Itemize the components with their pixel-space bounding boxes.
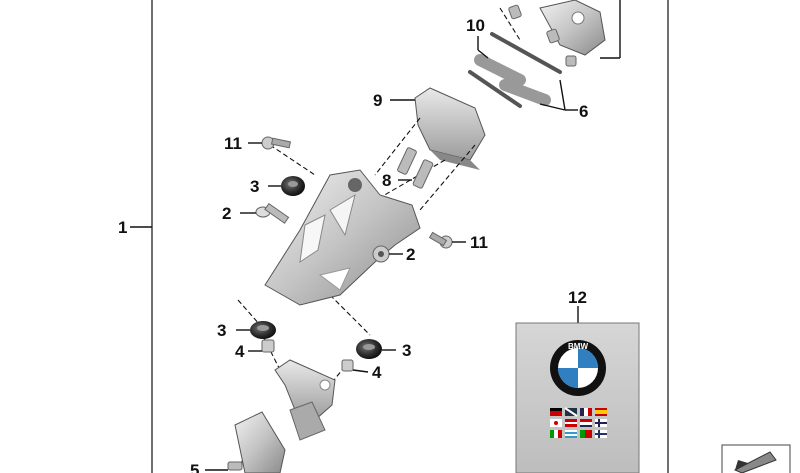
assembly-bracket-frame [130, 0, 669, 473]
callout-10: 10 [466, 16, 485, 35]
callout-3-top: 3 [250, 177, 259, 196]
svg-text:BMW: BMW [568, 342, 588, 351]
top-mount-bracket [508, 0, 621, 67]
callout-3-left: 3 [217, 321, 226, 340]
lower-bracket [274, 359, 336, 441]
callout-7: 7 [610, 0, 619, 4]
callout-11-right: 11 [470, 233, 488, 252]
callout-4-left: 4 [235, 342, 245, 361]
grommet-top [268, 176, 305, 196]
callout-11-top: 11 [224, 134, 242, 153]
callout-6: 6 [579, 102, 588, 121]
bolts-11 [248, 136, 466, 249]
flag-icon [550, 407, 607, 438]
callout-2-left: 2 [222, 204, 231, 223]
lower-fasteners [236, 321, 396, 373]
callout-12: 12 [568, 288, 587, 307]
main-heel-plate [264, 169, 421, 306]
callout-8: 8 [382, 171, 391, 190]
bmw-logo-icon: BMW [550, 340, 606, 396]
arrow-icon [721, 444, 791, 473]
callout-4-right: 4 [372, 363, 382, 382]
bottom-bracket [205, 411, 286, 473]
leader-6 [539, 79, 578, 111]
nut-right [372, 245, 403, 263]
screw-left [240, 202, 290, 224]
callout-2-right: 2 [406, 245, 415, 264]
bolts-8 [397, 147, 434, 189]
flag-card: BMW [515, 306, 640, 473]
callout-5: 5 [190, 461, 199, 473]
rods [468, 32, 562, 108]
rubber-block [390, 87, 486, 170]
callout-9: 9 [373, 91, 382, 110]
callout-3-right: 3 [402, 341, 411, 360]
callout-labels: 1 2 2 3 3 3 4 4 5 6 7 8 9 10 11 11 12 [118, 0, 619, 473]
callout-1: 1 [118, 218, 127, 237]
